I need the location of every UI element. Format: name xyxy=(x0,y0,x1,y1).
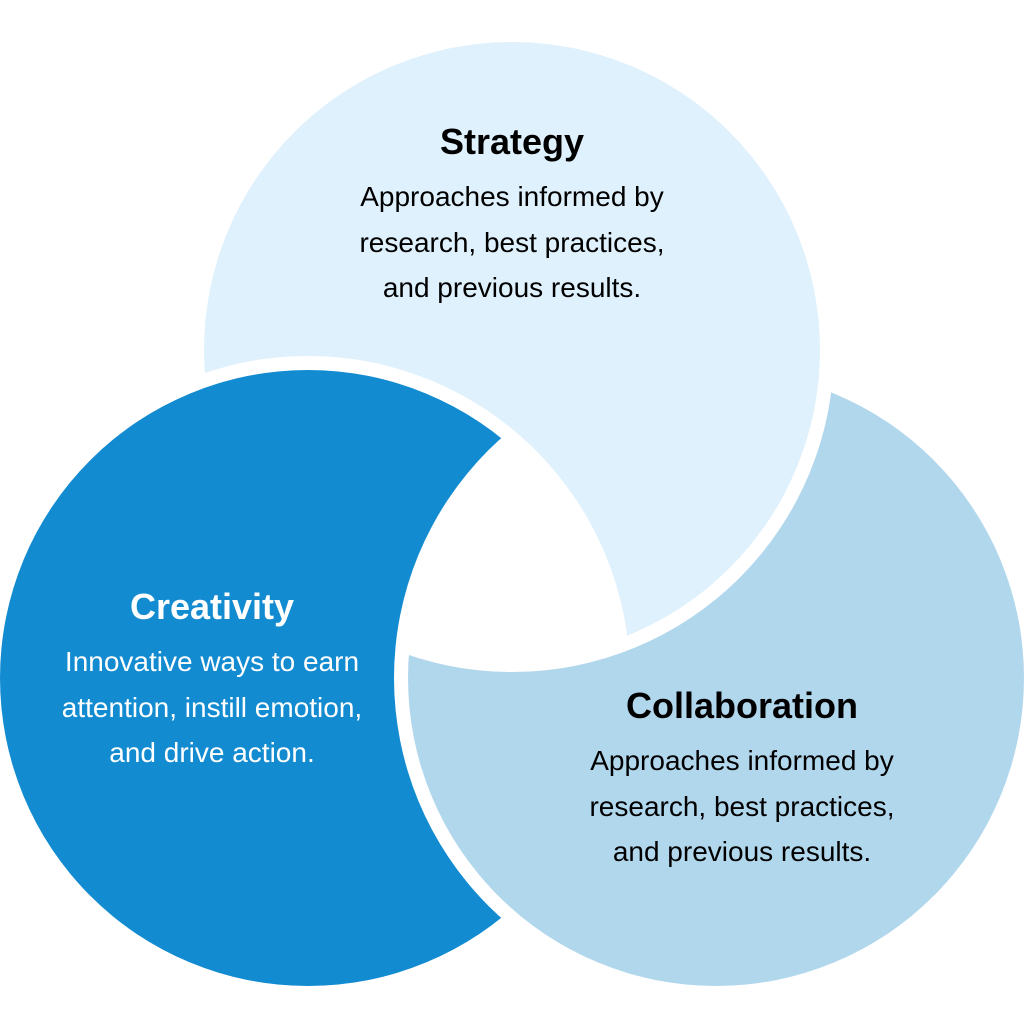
strategy-title: Strategy xyxy=(439,121,585,162)
creativity-title: Creativity xyxy=(129,586,295,627)
creativity-line: and drive action. xyxy=(109,737,315,768)
collaboration-circle xyxy=(408,370,1024,986)
strategy-line: research, best practices, xyxy=(359,226,665,258)
strategy-section: Strategy Approaches informed by research… xyxy=(359,122,664,311)
creativity-line: Innovative ways to earn xyxy=(64,646,360,677)
collaboration-section: Collaboration Approaches informed by res… xyxy=(589,686,894,875)
strategy-line: Approaches informed by xyxy=(360,181,664,212)
collaboration-line: research, best practices, xyxy=(589,790,895,822)
creativity-line: attention, instill emotion, xyxy=(61,691,363,723)
collaboration-line: and previous results. xyxy=(612,836,872,867)
collaboration-title: Collaboration xyxy=(626,685,858,726)
strategy-line: and previous results. xyxy=(382,272,642,303)
creativity-section: Creativity Innovative ways to earn atten… xyxy=(62,587,362,776)
collaboration-line: Approaches informed by xyxy=(590,745,894,776)
